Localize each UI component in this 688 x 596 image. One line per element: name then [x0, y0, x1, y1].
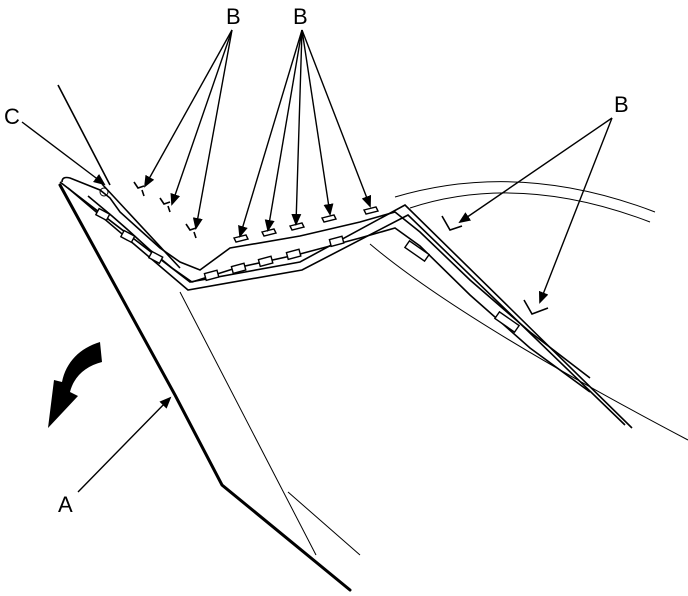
label-c: C	[4, 104, 20, 129]
label-b-center: B	[293, 4, 308, 29]
label-b-right: B	[614, 92, 629, 117]
label-a: A	[58, 492, 73, 517]
leader-lines	[21, 29, 613, 493]
pillar-trim-panel	[58, 181, 633, 592]
clip-slots	[94, 207, 521, 334]
body-outline	[57, 84, 688, 556]
curved-arrow-icon	[48, 342, 102, 428]
headliner-edge	[61, 176, 591, 393]
label-b-left: B	[226, 4, 241, 29]
